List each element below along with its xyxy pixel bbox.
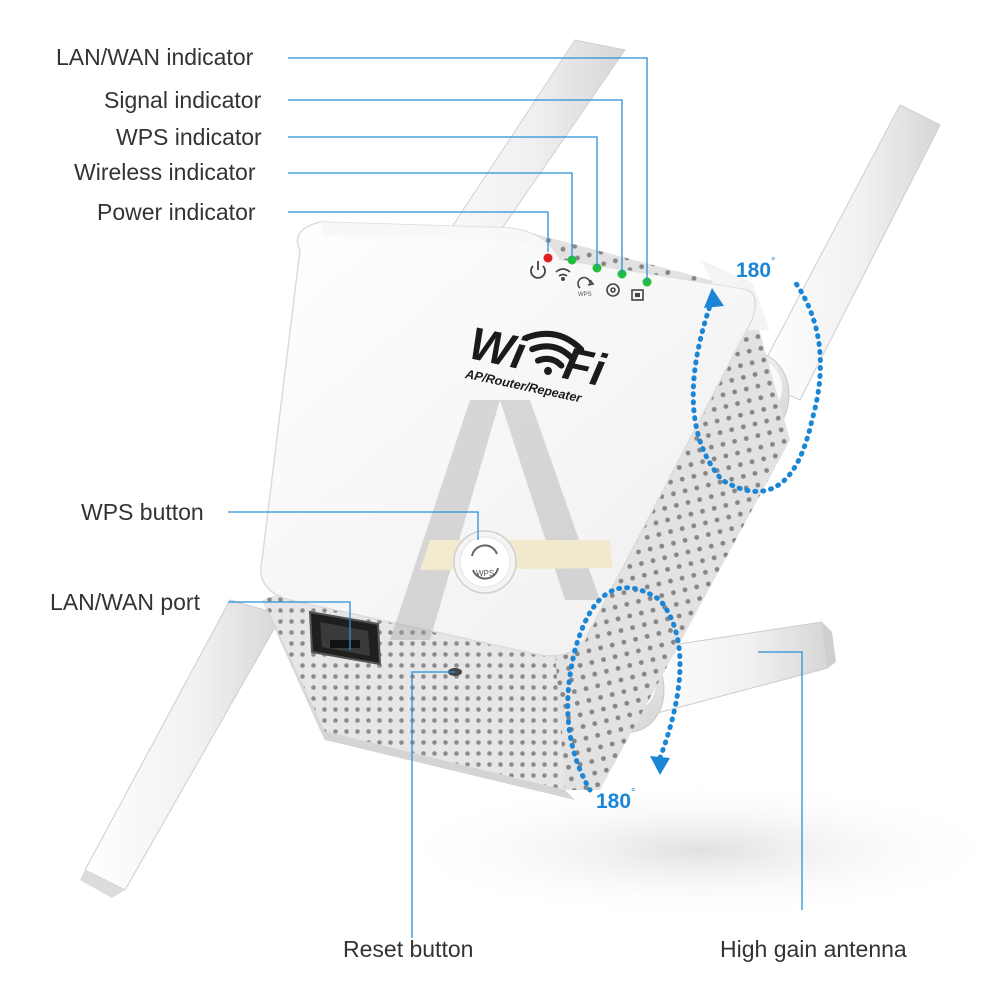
wps-indicator-label: WPS [578,292,592,298]
callout-line-lan-wan-port [228,601,351,650]
floor-shadow [390,780,1000,920]
wps-arrow-icon [471,544,498,557]
power-led [543,253,553,263]
rotation-label-bottom: 180° [596,788,635,813]
rotation-value-bottom: 180 [596,790,632,813]
callout-wps-button: WPS button [81,499,204,525]
degree-symbol-top: ° [771,256,776,268]
callout-lan-wan-port: LAN/WAN port [50,589,200,615]
callout-high-gain-antenna: High gain antenna [720,936,907,962]
callout-line-signal-indicator [288,99,623,274]
wps-icon [577,276,595,289]
callout-line-wireless-indicator [288,172,573,258]
callout-line-lan-wan-indicator [288,57,648,282]
rotation-label-top: 180° [736,257,775,282]
antenna-left-front [80,599,283,898]
callout-line-reset-button [411,671,455,938]
signal-icon [606,283,620,297]
wps-button-on-device: WPS [453,530,517,594]
callout-lines [228,57,803,938]
rotation-arrow-bottom-icon [650,756,670,775]
device-front-face [260,221,756,657]
wireless-icon [555,268,571,281]
power-icon [530,261,546,279]
wifi-logo-arcs-icon [523,330,585,375]
callout-line-wps-button [228,511,479,540]
rotation-arrow-top-icon [704,288,724,308]
rotation-arc-bottom [565,585,683,793]
wireless-led [567,255,577,265]
wps-button-text: WPS [476,569,494,578]
callout-line-power-indicator [288,211,549,252]
callout-lan-wan-indicator: LAN/WAN indicator [56,44,254,70]
lan-wan-port-socket [308,610,382,666]
callout-line-high-gain-antenna [758,651,803,910]
callout-power-indicator: Power indicator [97,199,256,225]
indicator-panel: WPS [530,253,652,301]
callout-signal-indicator: Signal indicator [104,87,262,113]
callout-wps-indicator: WPS indicator [116,124,262,150]
rotation-value-top: 180 [736,259,772,282]
wifi-logo-text-wi: Wi [465,317,532,380]
degree-symbol-bottom: ° [631,787,636,799]
callout-reset-button: Reset button [343,936,474,962]
callout-wireless-indicator: Wireless indicator [74,159,256,185]
rotation-arc-top [690,279,823,494]
lan-icon [631,289,644,301]
callout-line-wps-indicator [288,136,598,268]
